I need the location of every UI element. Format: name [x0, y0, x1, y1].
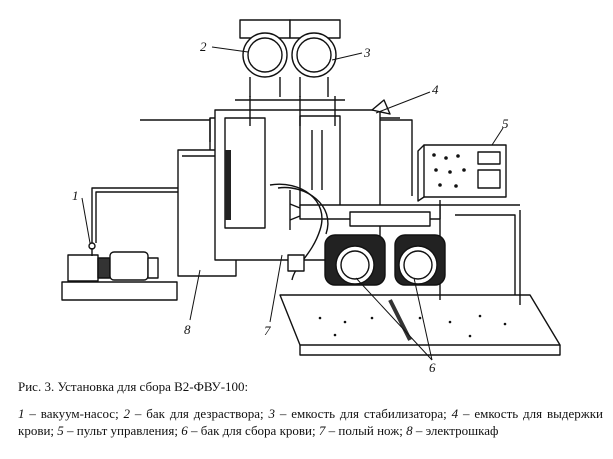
legend-num: 5 [57, 423, 64, 438]
control-panel [417, 144, 507, 202]
legend-num: 7 [318, 423, 326, 438]
stabilizer-tank [289, 19, 341, 97]
label-8: 8 [184, 322, 191, 337]
legend-text: – вакуум-насос; [24, 406, 124, 421]
leader-lines [81, 46, 504, 361]
hollow-knife-hose [269, 183, 329, 281]
label-3: 3 [363, 45, 371, 60]
label-2: 2 [200, 39, 207, 54]
legend-text: – пульт управления; [63, 423, 182, 438]
legend-text: – емкость для выдержки крови; [18, 406, 603, 438]
legend-text: – бак для дезраствора; [130, 406, 269, 421]
legend-text: – электрошкаф [412, 423, 499, 438]
label-4: 4 [432, 82, 439, 97]
label-5: 5 [502, 116, 509, 131]
figure-caption: Рис. 3. Установка для сбора В2-ФВУ-100: … [18, 378, 603, 439]
blood-collection-tanks [324, 234, 446, 286]
vacuum-pump [61, 242, 178, 301]
shaft-assembly [289, 203, 441, 227]
legend-num: 3 [268, 406, 275, 421]
apparatus-drawing: 2 3 4 5 1 8 7 6 [61, 19, 561, 372]
legend-num: 1 [18, 406, 25, 421]
label-6: 6 [429, 360, 436, 372]
legend-text: – бак для сбора крови; [187, 423, 319, 438]
legend-num: 4 [451, 406, 459, 421]
caption-title: Рис. 3. Установка для сбора В2-ФВУ-100: [18, 379, 249, 394]
legend-num: 8 [406, 423, 413, 438]
disinfectant-tank [239, 19, 291, 97]
label-1: 1 [72, 188, 79, 203]
legend-num: 6 [181, 423, 188, 438]
legend-text: – полый нож; [325, 423, 407, 438]
legend-num: 2 [123, 406, 131, 421]
label-7: 7 [264, 323, 271, 338]
legend-text: – емкость для стабилизатора; [274, 406, 452, 421]
caption-legend: 1 – вакуум-насос; 2 – бак для дезраствор… [18, 405, 603, 439]
